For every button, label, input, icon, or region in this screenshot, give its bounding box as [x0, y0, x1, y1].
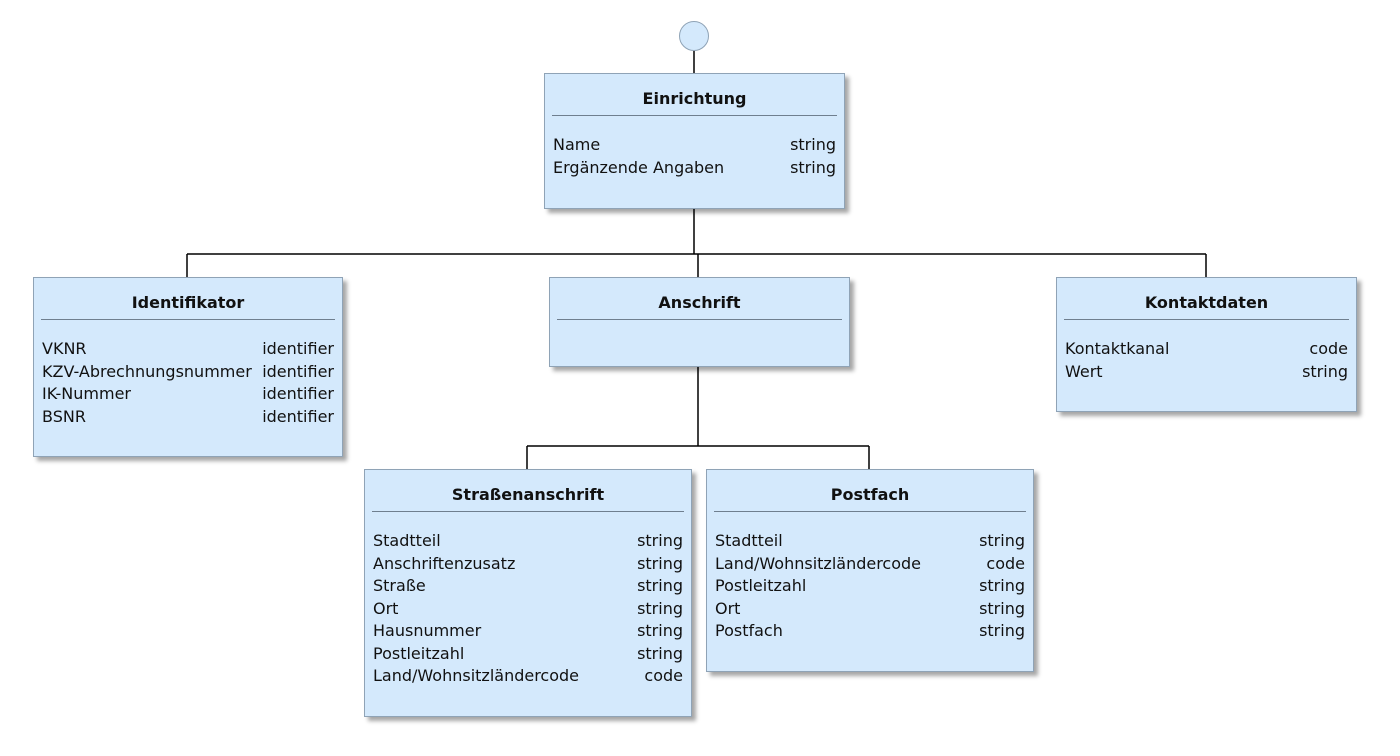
entity-title: Kontaktdaten: [1064, 278, 1349, 320]
attribute-type: string: [637, 576, 683, 595]
attribute-name: BSNR: [42, 406, 86, 426]
attribute-row: Anschriftenzusatz string: [372, 553, 684, 576]
attribute-type: string: [637, 598, 683, 618]
attribute-row: VKNR identifier: [41, 338, 335, 361]
entity-title: Postfach: [714, 470, 1026, 512]
attribute-row: Postleitzahl string: [714, 575, 1026, 598]
attribute-row: Name string: [552, 134, 837, 157]
attribute-row: Land/Wohnsitzländercode code: [714, 553, 1026, 576]
attribute-name: IK-Nummer: [42, 384, 132, 403]
attribute-type: string: [979, 621, 1025, 640]
attribute-row: Postfach string: [714, 620, 1026, 643]
entity-title: Identifikator: [41, 278, 335, 320]
attribute-name: Anschriftenzusatz: [373, 553, 516, 573]
attribute-name: Land/Wohnsitzländercode: [373, 666, 580, 685]
attribute-type: string: [1302, 361, 1348, 381]
attribute-name: Stadtteil: [373, 531, 441, 550]
attribute-name: Postleitzahl: [373, 643, 465, 663]
attribute-type: string: [790, 135, 836, 154]
entity-title: Anschrift: [557, 278, 842, 320]
attribute-type: string: [979, 531, 1025, 550]
attribute-name: Kontaktkanal: [1065, 339, 1170, 358]
attribute-row: IK-Nummer identifier: [41, 383, 335, 406]
attribute-row: Straße string: [372, 575, 684, 598]
attribute-name: Wert: [1065, 361, 1103, 381]
attribute-row: Stadtteil string: [372, 530, 684, 553]
attribute-type: string: [637, 553, 683, 573]
attribute-type: string: [637, 531, 683, 550]
attribute-type: identifier: [262, 384, 334, 403]
attribute-row: Hausnummer string: [372, 620, 684, 643]
attribute-row: Kontaktkanal code: [1064, 338, 1349, 361]
attribute-row: Wert string: [1064, 361, 1349, 384]
attribute-type: code: [644, 666, 683, 685]
attribute-type: string: [979, 576, 1025, 595]
attribute-type: string: [637, 621, 683, 640]
entity-title: Einrichtung: [552, 74, 837, 116]
attribute-type: identifier: [262, 406, 334, 426]
attribute-name: VKNR: [42, 339, 87, 358]
attribute-type: identifier: [262, 339, 334, 358]
attribute-name: Postfach: [715, 621, 783, 640]
attribute-name: Ergänzende Angaben: [553, 157, 725, 177]
attribute-row: Land/Wohnsitzländercode code: [372, 665, 684, 688]
attribute-name: Land/Wohnsitzländercode: [715, 553, 922, 573]
attribute-row: Postleitzahl string: [372, 643, 684, 666]
attribute-type: string: [637, 643, 683, 663]
attribute-row: Ort string: [372, 598, 684, 621]
attribute-row: Stadtteil string: [714, 530, 1026, 553]
start-node: [679, 21, 709, 51]
attribute-name: Name: [553, 135, 601, 154]
attribute-row: Ergänzende Angaben string: [552, 157, 837, 180]
attribute-name: Postleitzahl: [715, 576, 807, 595]
attribute-row: KZV-Abrechnungsnummer identifier: [41, 361, 335, 384]
attribute-name: Ort: [373, 598, 399, 618]
attribute-type: code: [986, 553, 1025, 573]
attribute-type: code: [1309, 339, 1348, 358]
attribute-row: BSNR identifier: [41, 406, 335, 429]
attribute-name: Ort: [715, 598, 741, 618]
attribute-name: KZV-Abrechnungsnummer: [42, 361, 252, 381]
entity-anschrift: Anschrift: [549, 277, 850, 367]
attribute-type: string: [790, 157, 836, 177]
entity-title: Straßenanschrift: [372, 470, 684, 512]
attribute-name: Hausnummer: [373, 621, 482, 640]
attribute-row: Ort string: [714, 598, 1026, 621]
attribute-name: Stadtteil: [715, 531, 783, 550]
attribute-name: Straße: [373, 576, 426, 595]
attribute-type: string: [979, 598, 1025, 618]
attribute-type: identifier: [262, 361, 334, 381]
